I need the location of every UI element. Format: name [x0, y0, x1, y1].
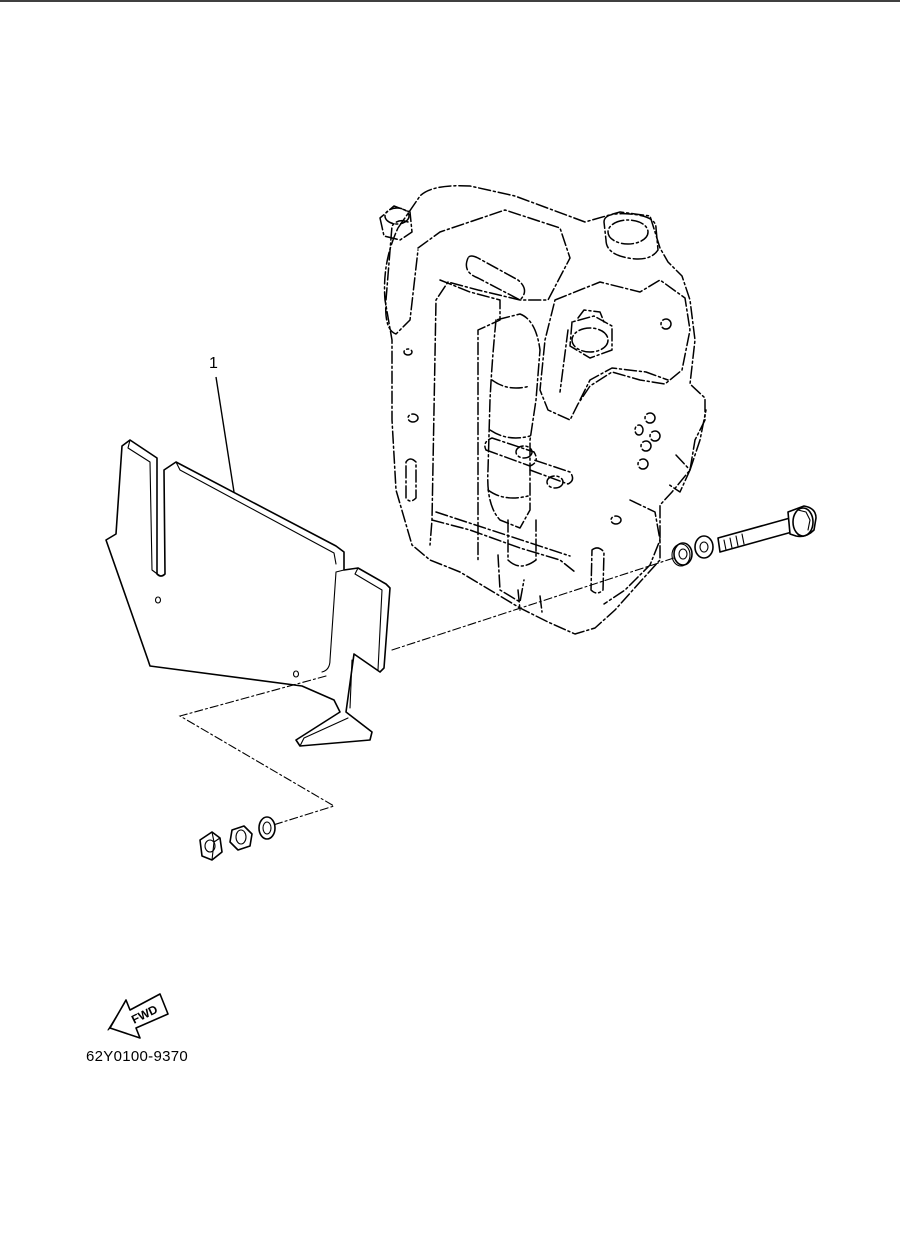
- diagram-part-number: 62Y0100-9370: [86, 1048, 189, 1065]
- clamp-bracket-assembly: [379, 184, 707, 635]
- nut-lower: [199, 831, 223, 861]
- washer-lower: [258, 816, 276, 840]
- callout-1-number: 1: [209, 355, 218, 372]
- callout-1-leader: [215, 376, 235, 493]
- flat-washer-right: [694, 535, 714, 559]
- mounting-bolt: [717, 505, 817, 553]
- bolt-axis-line: [391, 555, 681, 651]
- part-1-bracket-plate: [105, 439, 391, 747]
- spring-washer-right: [671, 542, 693, 567]
- spring-washer-lower: [229, 825, 253, 851]
- fwd-direction-arrow: FWD: [107, 993, 169, 1039]
- nut-axis-line: [178, 675, 336, 827]
